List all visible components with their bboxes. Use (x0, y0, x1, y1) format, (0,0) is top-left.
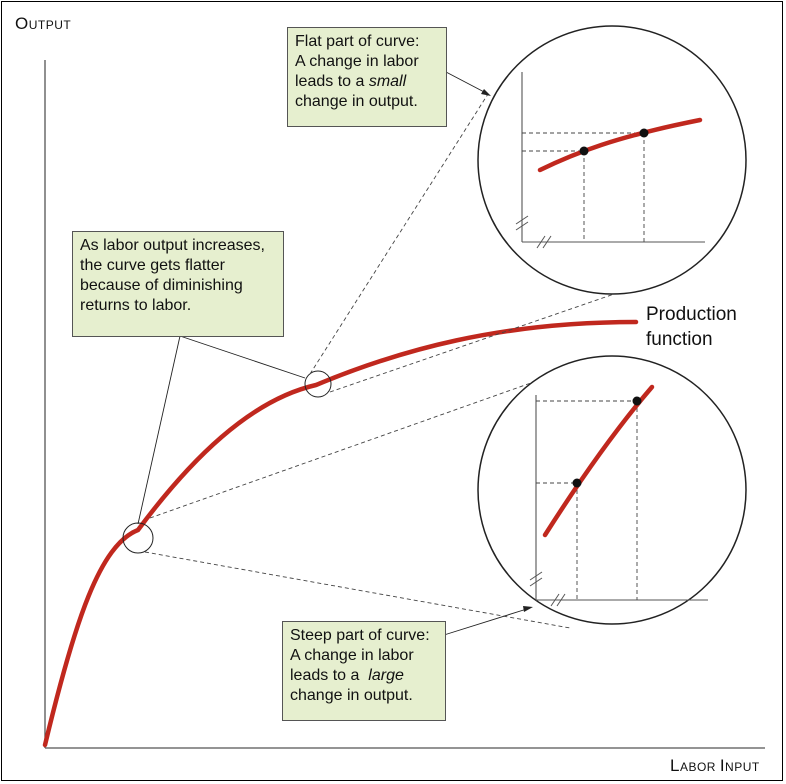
steep-zoom-line-bottom (144, 551, 571, 629)
flat-zoom-circle (477, 25, 747, 295)
flat-callout-arrowhead (481, 89, 491, 96)
production-function-label: Production function (646, 304, 737, 350)
flat-point-circle (304, 370, 332, 398)
flat-point-a (579, 146, 589, 156)
flat-callout: Flat part of curve: A change in labor le… (287, 27, 447, 127)
flat-point-b (639, 128, 649, 138)
steep-callout: Steep part of curve: A change in labor l… (282, 621, 446, 721)
flat-callout-arrow (445, 71, 489, 95)
x-axis-label: LABOR INPUT (670, 756, 760, 775)
steep-point-a (572, 478, 582, 488)
middle-callout-pointer-1 (137, 335, 181, 525)
flat-zoom-line-top (309, 93, 489, 375)
steep-callout-arrow (443, 607, 531, 636)
diminishing-returns-callout: As labor output increases, the curve get… (72, 231, 284, 337)
production-function-curve (42, 319, 639, 748)
middle-callout-pointer-2 (179, 335, 306, 379)
steep-point-b (632, 396, 642, 406)
flat-zoom-line-bottom (329, 291, 621, 393)
y-axis-label: OUTPUT (15, 14, 72, 33)
steep-zoom-circle (477, 355, 747, 625)
steep-callout-arrowhead (523, 606, 533, 612)
